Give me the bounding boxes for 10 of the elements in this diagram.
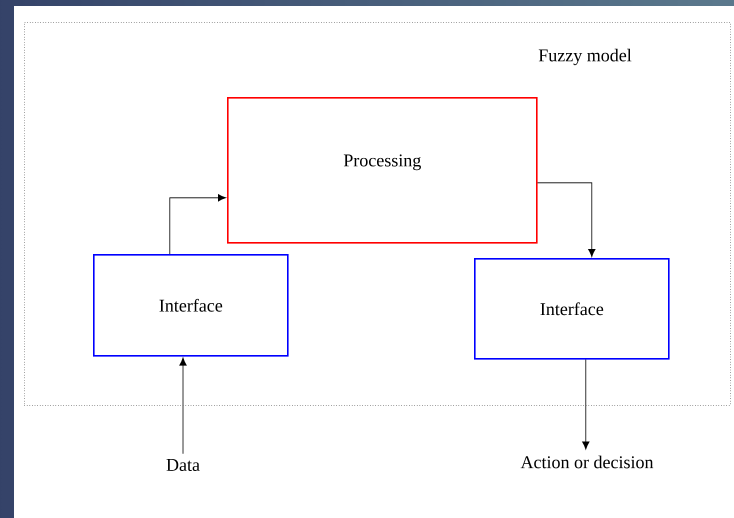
process-box: Processing (227, 97, 538, 244)
arrow (582, 359, 590, 450)
io-label: Action or decision (520, 456, 654, 468)
arrow (537, 182, 596, 257)
frame-title: Fuzzy model (538, 48, 632, 66)
io-label: Data (166, 459, 200, 471)
arrow (179, 358, 187, 454)
interface-box: Interface (93, 254, 289, 357)
arrow (169, 194, 226, 254)
interface-box: Interface (474, 258, 670, 360)
